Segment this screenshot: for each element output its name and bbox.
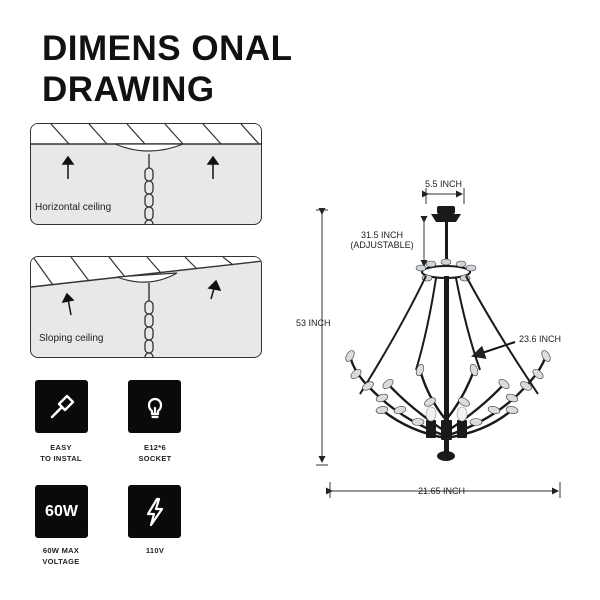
wattage-icon: 60W xyxy=(35,485,88,538)
page-title: DIMENS ONAL DRAWING xyxy=(42,28,293,110)
horizontal-ceiling-caption: Horizontal ceiling xyxy=(35,202,112,213)
light-bulbs xyxy=(425,406,468,422)
sloping-ceiling-illustration xyxy=(31,257,261,357)
dimension-lines xyxy=(316,188,561,498)
light-bulb-icon xyxy=(128,380,181,433)
feature-label-socket: E12*6 SOCKET xyxy=(138,443,172,463)
chandelier-stem xyxy=(444,276,449,452)
title-line-2: DRAWING xyxy=(42,70,215,109)
canopy-width-label: 5.5 INCH xyxy=(425,179,463,189)
candle-sockets xyxy=(426,420,467,461)
feature-label-voltage: 110V xyxy=(145,546,165,555)
feature-label-easy-install: EASY TO INSTAL xyxy=(40,443,82,463)
upper-crystal-ring xyxy=(415,258,477,282)
horizontal-ceiling-illustration xyxy=(31,124,261,224)
horizontal-ceiling-panel: Horizontal ceiling xyxy=(30,123,262,225)
diameter-label: 23.6 INCH xyxy=(519,334,562,344)
wattage-icon-text: 60W xyxy=(45,502,78,520)
lightning-icon xyxy=(128,485,181,538)
diameter-pointer-arrow xyxy=(471,341,516,359)
sloping-ceiling-panel: Sloping ceiling xyxy=(30,256,262,358)
chandelier-dimension-drawing xyxy=(316,188,561,498)
feature-label-max-voltage: 60W MAX VOLTAGE xyxy=(42,546,80,566)
fixture-width-label: 21.65 INCH xyxy=(418,486,466,496)
crystal-leaves xyxy=(345,350,551,426)
chandelier-canopy xyxy=(431,206,461,266)
chain-length-label: 31.5 INCH (ADJUSTABLE) xyxy=(350,230,414,250)
support-chains xyxy=(359,275,539,395)
sloping-ceiling-caption: Sloping ceiling xyxy=(39,333,104,344)
total-height-label: 53 INCH xyxy=(296,318,331,328)
screwdriver-icon xyxy=(35,380,88,433)
title-line-1: DIMENS ONAL xyxy=(42,29,293,68)
